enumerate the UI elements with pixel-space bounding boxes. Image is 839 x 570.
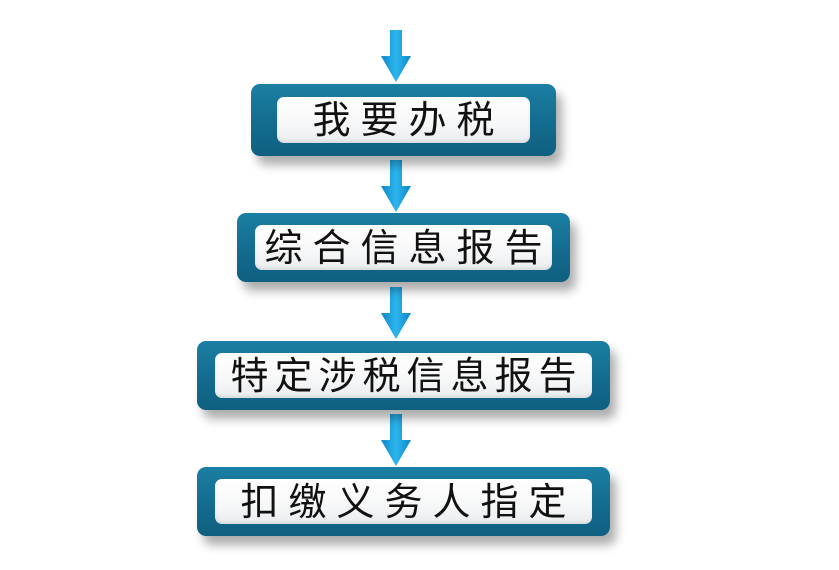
flow-step-label: 我要办税	[312, 98, 505, 142]
down-arrow-icon	[381, 414, 411, 466]
flow-step-file-tax[interactable]: 我要办税	[251, 84, 556, 156]
flow-step-comprehensive-info-report[interactable]: 综合信息报告	[237, 213, 570, 282]
flow-step-label-box: 扣缴义务人指定	[215, 479, 592, 524]
flow-step-withholding-agent-designation[interactable]: 扣缴义务人指定	[197, 467, 610, 536]
down-arrow-icon	[381, 287, 411, 339]
flow-step-label-box: 综合信息报告	[255, 225, 552, 270]
flow-step-label-box: 我要办税	[277, 97, 530, 143]
flow-step-label: 扣缴义务人指定	[240, 479, 577, 524]
down-arrow-icon	[381, 160, 411, 212]
flow-step-label: 特定涉税信息报告	[230, 353, 583, 398]
flow-step-label-box: 特定涉税信息报告	[215, 353, 592, 398]
flow-step-label: 综合信息报告	[264, 225, 553, 270]
flow-step-specific-tax-info-report[interactable]: 特定涉税信息报告	[197, 341, 610, 410]
down-arrow-icon	[381, 30, 411, 82]
